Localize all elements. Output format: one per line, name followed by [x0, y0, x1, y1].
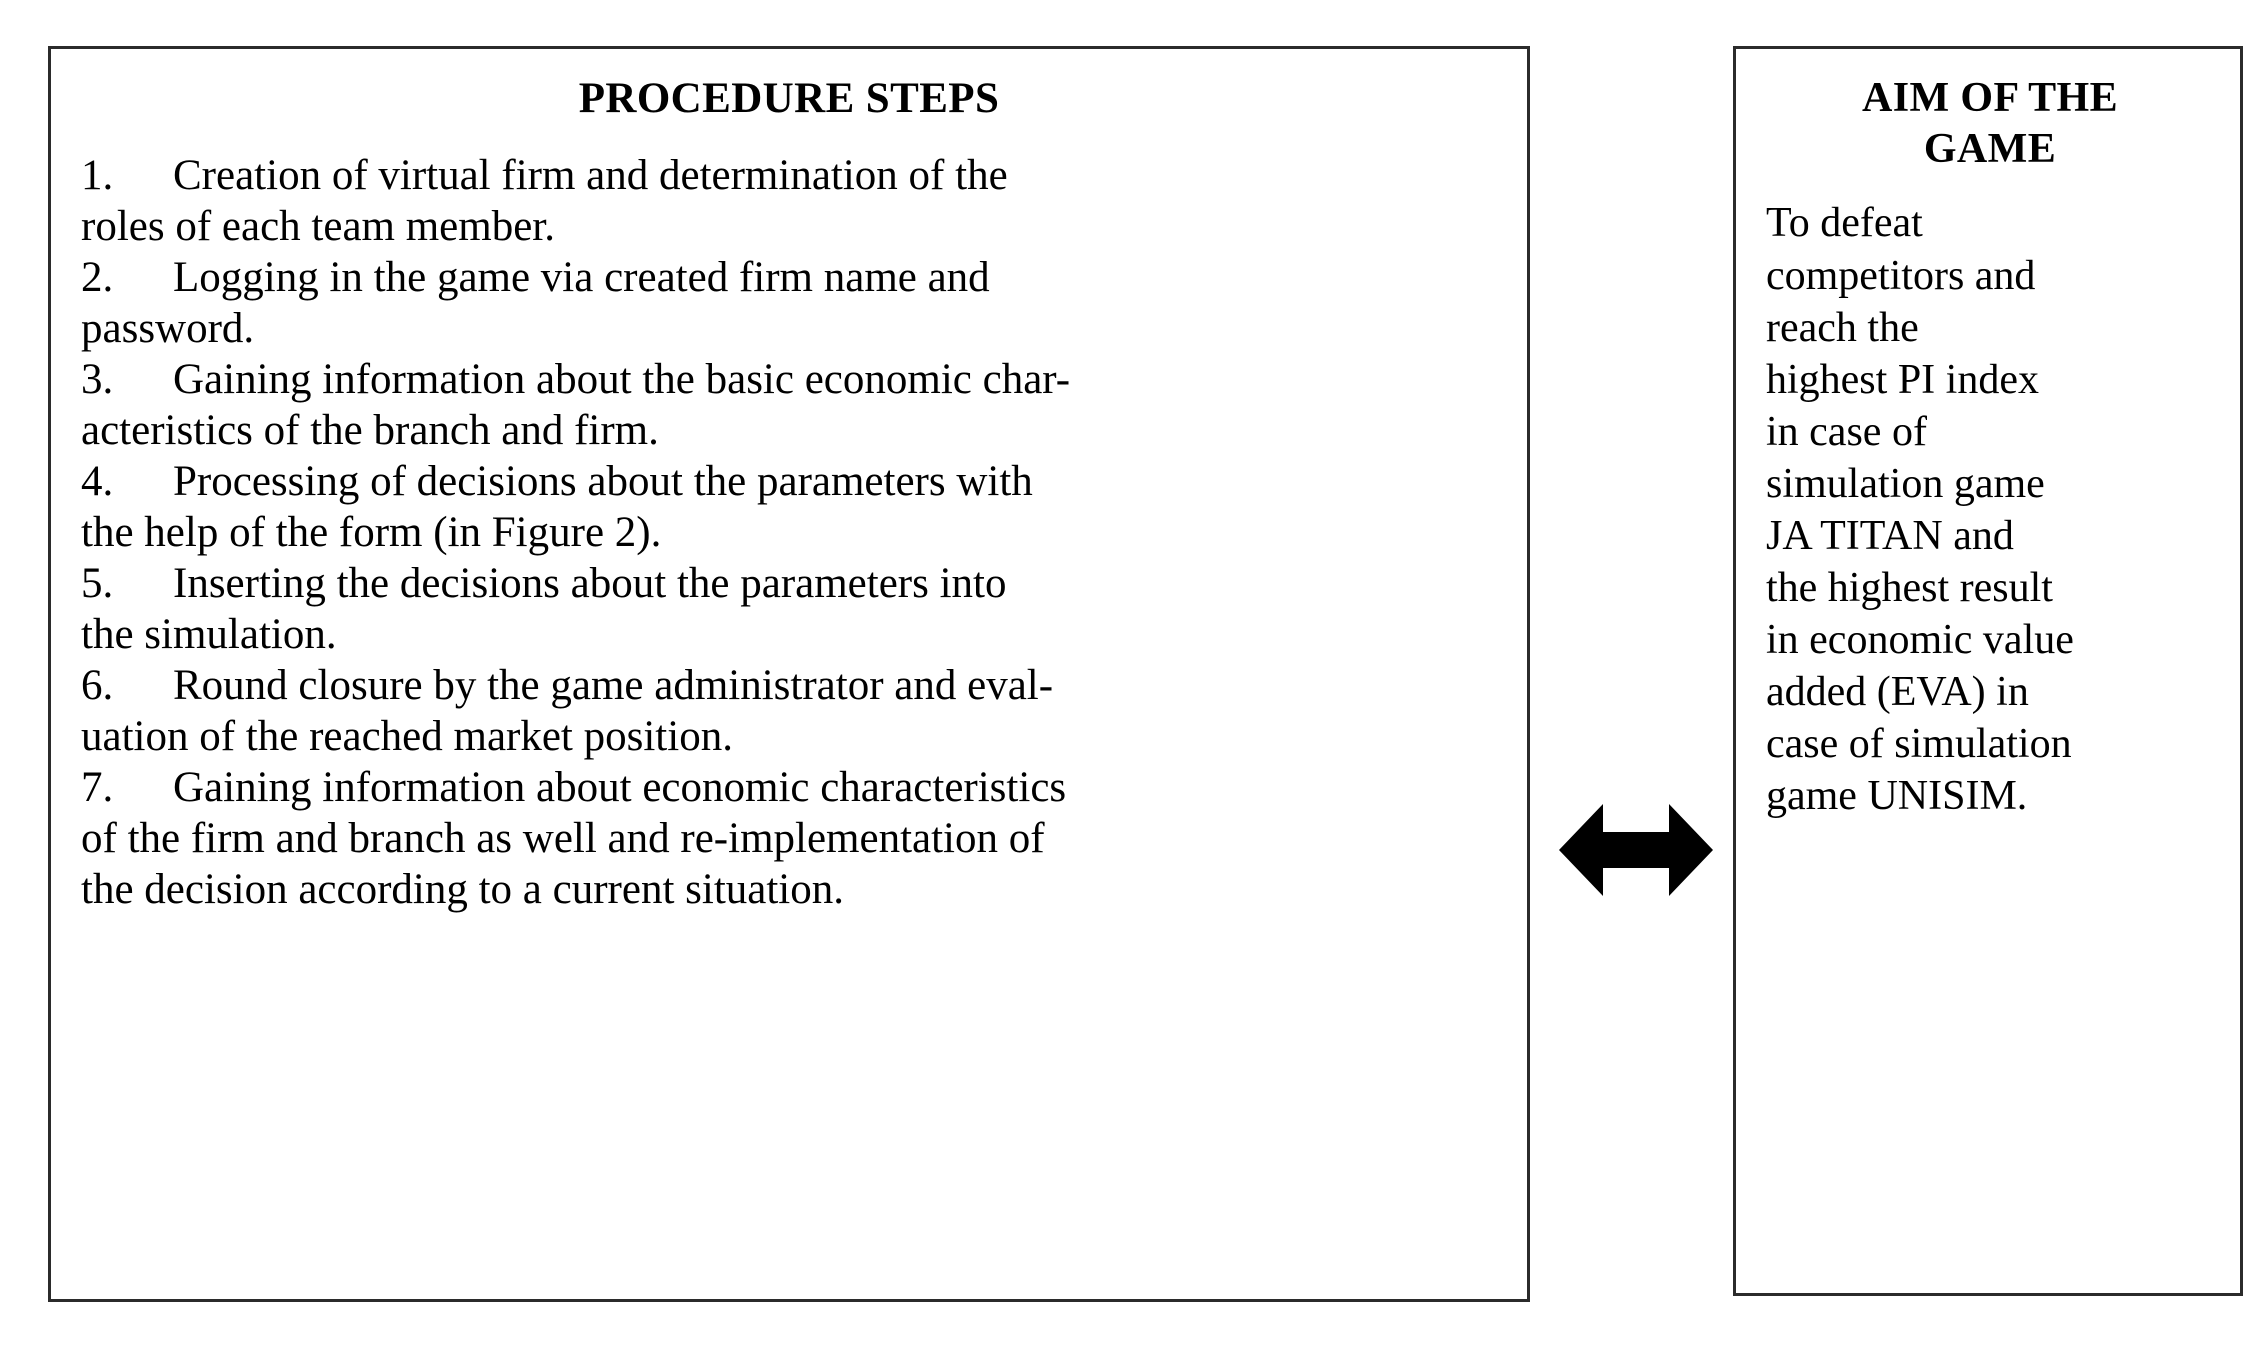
- step-text: Gaining information about economic chara…: [81, 763, 1067, 913]
- step-text: Logging in the game via created firm nam…: [81, 254, 990, 353]
- step-text: Round closure by the game administrator …: [81, 661, 1054, 760]
- aim-of-the-game-panel: AIM OF THE GAME To defeat competitors an…: [1733, 46, 2243, 1296]
- list-item: 7.Gaining information about economic cha…: [81, 763, 1497, 916]
- procedure-steps-list: 1.Creation of virtual firm and determina…: [81, 151, 1497, 915]
- step-number: 7.: [81, 763, 114, 811]
- step-number: 5.: [81, 560, 114, 608]
- aim-of-the-game-body: To defeat competitors and reach the high…: [1766, 200, 2074, 820]
- step-number: 6.: [81, 661, 114, 709]
- list-item: 5.Inserting the decisions about the para…: [81, 559, 1497, 661]
- step-number: 3.: [81, 356, 114, 404]
- list-item: 6.Round closure by the game administrato…: [81, 661, 1497, 763]
- double-headed-arrow-icon: [1556, 790, 1716, 910]
- procedure-steps-title: PROCEDURE STEPS: [578, 75, 1000, 122]
- step-number: 4.: [81, 458, 114, 506]
- list-item: 3.Gaining information about the basic ec…: [81, 355, 1497, 457]
- list-item: 1.Creation of virtual firm and determina…: [81, 151, 1497, 253]
- step-number: 1.: [81, 152, 114, 200]
- list-item: 4.Processing of decisions about the para…: [81, 457, 1497, 559]
- step-text: Creation of virtual firm and determinati…: [81, 152, 1008, 251]
- step-text: Processing of decisions about the parame…: [81, 458, 1033, 557]
- procedure-steps-panel: PROCEDURE STEPS 1.Creation of virtual fi…: [48, 46, 1530, 1302]
- aim-of-the-game-title: AIM OF THE GAME: [1861, 75, 2119, 173]
- step-text: Inserting the decisions about the parame…: [81, 560, 1007, 659]
- step-text: Gaining information about the basic econ…: [81, 356, 1071, 455]
- step-number: 2.: [81, 254, 114, 302]
- list-item: 2.Logging in the game via created firm n…: [81, 253, 1497, 355]
